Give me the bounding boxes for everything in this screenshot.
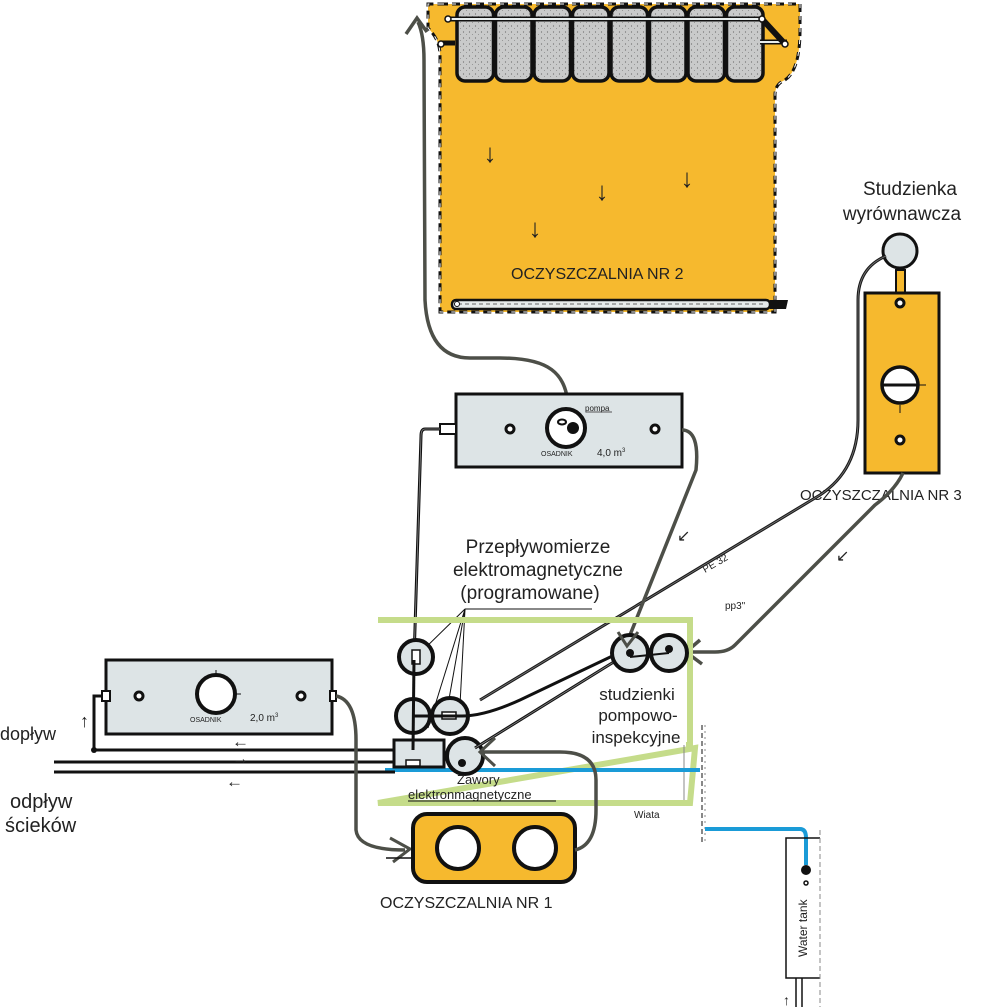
pump-icon: [626, 649, 634, 657]
outflow-label-1: odpływ: [10, 791, 73, 813]
settler-4m3: pompa OSADNIK 4,0 m3: [439, 392, 684, 469]
plant-1: OCZYSZCZALNIA NR 1: [380, 812, 577, 912]
pipe-to-plant-2: [416, 21, 570, 416]
inflow-pipe: [92, 694, 395, 752]
arrowhead: [404, 14, 429, 35]
flow-arrow-left: ←: [232, 732, 249, 751]
settler-2m3-name: OSADNIK: [190, 717, 222, 724]
settler-4m3-volume: 4,0 m3: [597, 448, 626, 459]
pipe-pp3: [688, 472, 905, 654]
pipe-settler-to-well: [624, 428, 699, 646]
flow-arrow-pp3: ↙: [836, 548, 849, 565]
shelter-label: Wiata: [634, 810, 660, 821]
inflow-arrow: ↑: [80, 711, 89, 731]
flowmeter-wells: [392, 638, 485, 776]
plant-2: ↓ ↓ ↓ ↓ OCZYSZCZALNIA NR 2: [426, 2, 802, 314]
plant-2-title: OCZYSZCZALNIA NR 2: [511, 266, 684, 283]
filter-module: [455, 5, 496, 83]
shelter-frame: [377, 617, 699, 806]
water-inflow-arrow: ↑: [783, 992, 790, 1007]
water-tank-outline: [785, 837, 820, 979]
flowmeter-well: [445, 736, 485, 776]
plant-1-chamber: [435, 825, 481, 871]
pump-icon: [567, 422, 579, 434]
collector-pipe: [450, 298, 772, 311]
flowmeters-label-1: Przepływomierze: [466, 537, 611, 558]
valves-label-2: elektronmagnetyczne: [408, 787, 532, 802]
flow-arrow: ↙: [677, 528, 690, 545]
filter-module: [686, 5, 727, 83]
plant-3: Studzienka wyrównawcza OCZYSZCZALNIA NR …: [800, 179, 962, 504]
plant-1-chamber: [512, 825, 558, 871]
pump-wells-label-3: inspekcyjne: [592, 728, 681, 747]
settler-2m3: OSADNIK 2,0 m3: [101, 658, 337, 736]
equalizing-well-label-1: Studzienka: [863, 179, 957, 200]
pipe-pe32: [479, 254, 887, 702]
flow-arrow: ↓: [596, 176, 609, 206]
water-tank: Water tank ↑: [783, 830, 821, 1007]
filter-module: [570, 5, 611, 83]
flowmeters-label-2: elektromagnetyczne: [453, 560, 623, 581]
pump-wells-label-1: studzienki: [599, 685, 675, 704]
valve-box: [392, 738, 446, 769]
flow-arrow: ↓: [681, 163, 694, 193]
water-tank-label: Water tank: [796, 898, 810, 957]
plant-1-title: OCZYSZCZALNIA NR 1: [380, 895, 553, 912]
flowmeters-label-3: (programowane): [460, 583, 599, 604]
pipe-pe32-label: PE 32: [701, 552, 730, 575]
filter-modules: [455, 5, 765, 83]
flow-arrow: ↓: [529, 213, 542, 243]
filter-module: [493, 5, 534, 83]
pipe-plant1-return: [480, 750, 598, 852]
pump-inspection-wells: [610, 633, 689, 673]
valve-icon: [458, 759, 466, 767]
pipe-settler2-to-plant1: [335, 694, 406, 852]
flow-arrow-right: →: [232, 749, 249, 768]
flow-arrow-left: ←: [226, 772, 243, 791]
settler-4m3-name: OSADNIK: [541, 451, 573, 458]
equalizing-well: [881, 232, 919, 270]
filter-module: [532, 5, 573, 83]
valves-label-1: Zawory: [457, 772, 500, 787]
flow-arrow: ↓: [484, 138, 497, 168]
filter-module: [609, 5, 650, 83]
equalizing-well-label-2: wyrównawcza: [842, 204, 962, 225]
pipe-pp3-label: pp3": [725, 601, 746, 612]
float-valve-icon: [801, 865, 811, 875]
water-pipe-to-tank: [705, 827, 808, 865]
outflow-label-2: ścieków: [5, 815, 77, 837]
inflow-label: dopływ: [0, 724, 57, 744]
pump-label: pompa: [585, 404, 610, 413]
pump-wells-label-2: pompowo-: [598, 706, 677, 725]
plant-3-title: OCZYSZCZALNIA NR 3: [800, 487, 962, 504]
pump-icon: [665, 645, 673, 653]
settler-2m3-hatch: [195, 673, 237, 715]
filter-module: [647, 5, 688, 83]
settler-4m3-hatch: [545, 407, 587, 449]
settler-2m3-volume: 2,0 m3: [250, 713, 279, 724]
